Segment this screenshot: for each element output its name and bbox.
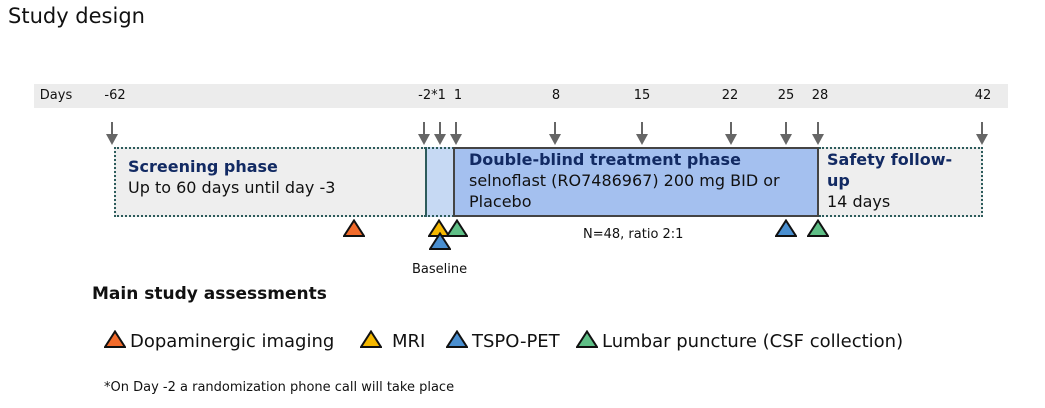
day-label: -2*1 <box>418 88 446 103</box>
followup-phase: Safety follow-up 14 days <box>819 147 983 217</box>
n-label: N=48, ratio 2:1 <box>583 227 684 242</box>
day-label: 42 <box>974 88 992 103</box>
screening-phase: Screening phase Up to 60 days until day … <box>114 147 426 217</box>
assessment-triangle-icon <box>774 218 798 237</box>
followup-text: 14 days <box>827 192 891 211</box>
baseline-window <box>425 147 454 217</box>
treatment-text: selnoflast (RO7486967) 200 mg BID or Pla… <box>469 171 780 211</box>
triangle-icon <box>445 329 469 353</box>
screening-text: Up to 60 days until day -3 <box>128 178 336 197</box>
day-label: 22 <box>721 88 739 103</box>
day-label: 28 <box>811 88 829 103</box>
assessment-triangle-icon <box>806 218 830 237</box>
assessments-title: Main study assessments <box>92 284 327 304</box>
page-title: Study design <box>8 4 145 28</box>
baseline-label: Baseline <box>412 262 468 277</box>
legend-label: TSPO-PET <box>472 331 560 352</box>
days-label: Days <box>39 88 73 103</box>
assessment-triangle-icon <box>445 218 469 237</box>
day-label: 15 <box>633 88 651 103</box>
legend-dopaminergic: Dopaminergic imaging <box>103 329 335 353</box>
footnote: *On Day -2 a randomization phone call wi… <box>104 380 455 395</box>
screening-title: Screening phase <box>128 157 278 176</box>
triangle-icon <box>103 329 127 353</box>
day-label: 25 <box>777 88 795 103</box>
legend-label: MRI <box>392 331 426 352</box>
legend-lumbar-puncture: Lumbar puncture (CSF collection) <box>575 329 904 353</box>
triangle-icon <box>575 329 599 353</box>
days-bar <box>34 84 1008 108</box>
day-label: -62 <box>104 88 126 103</box>
assessment-triangle-icon <box>428 231 452 250</box>
day-label: 1 <box>453 88 463 103</box>
legend-tspo-pet: TSPO-PET <box>445 329 560 353</box>
day-label: 8 <box>551 88 561 103</box>
treatment-title: Double-blind treatment phase <box>469 150 741 169</box>
assessment-triangle-icon <box>342 218 366 237</box>
treatment-phase: Double-blind treatment phase selnoflast … <box>453 147 819 217</box>
triangle-icon <box>359 329 383 353</box>
followup-title: Safety follow-up <box>827 150 953 190</box>
legend-label: Lumbar puncture (CSF collection) <box>602 331 904 352</box>
legend-mri: MRI <box>359 329 426 353</box>
legend-label: Dopaminergic imaging <box>130 331 335 352</box>
